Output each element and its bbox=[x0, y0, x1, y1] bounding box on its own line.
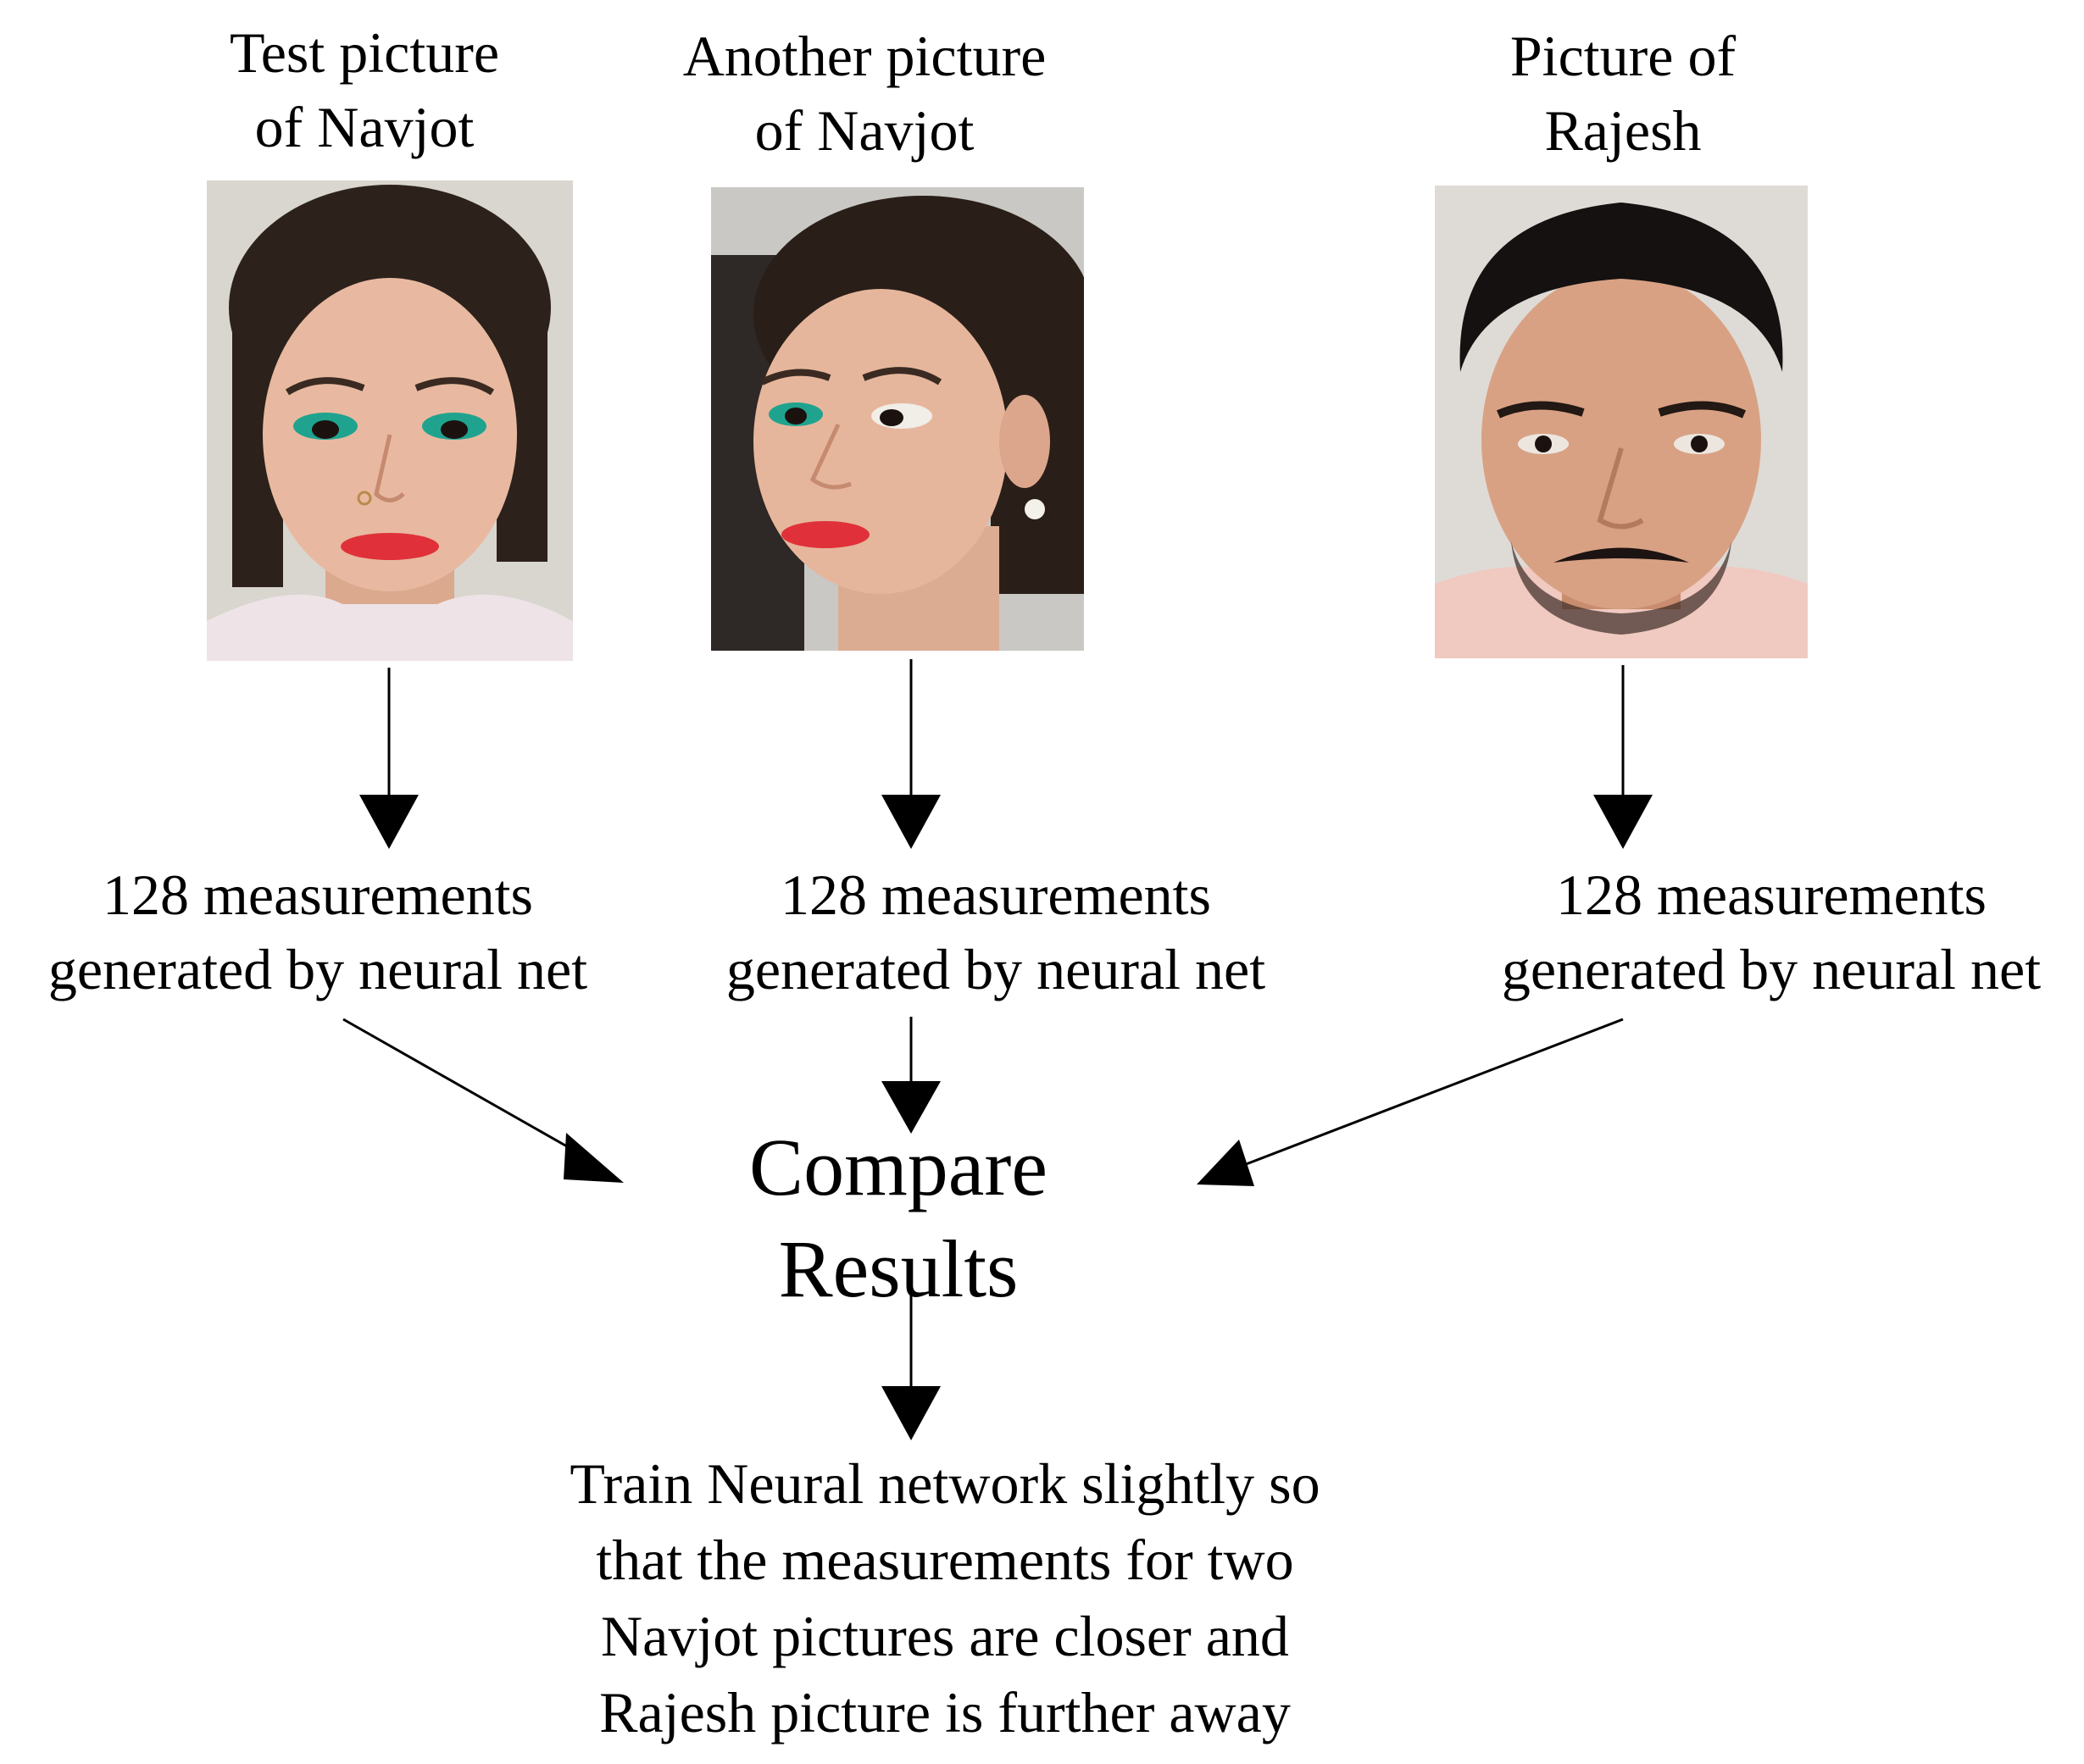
compare-results-label: Compare Results bbox=[686, 1117, 1110, 1320]
measurement-label-3: 128 measurements generated by neural net bbox=[1466, 857, 2076, 1007]
measurement-label-1: 128 measurements generated by neural net bbox=[8, 857, 627, 1007]
photo-label-rajesh: Picture of Rajesh bbox=[1432, 19, 1814, 168]
test-navjot-photo bbox=[207, 180, 573, 661]
male-face-front-icon bbox=[1435, 186, 1808, 658]
photo-label-test-navjot: Test picture of Navjot bbox=[174, 15, 555, 164]
arrow-photo3-to-measure bbox=[1593, 665, 1653, 849]
arrow-measure3-to-compare bbox=[1197, 1019, 1623, 1186]
photo-label-another-navjot: Another picture of Navjot bbox=[653, 19, 1076, 168]
arrow-measure1-to-compare bbox=[343, 1019, 624, 1183]
rajesh-photo bbox=[1435, 186, 1808, 658]
female-face-front-icon bbox=[207, 180, 573, 661]
female-face-profile-icon bbox=[711, 187, 1084, 651]
training-result-text: Train Neural network slightly so that th… bbox=[475, 1445, 1415, 1750]
arrow-photo1-to-measure bbox=[359, 668, 419, 849]
measurement-label-2: 128 measurements generated by neural net bbox=[686, 857, 1305, 1007]
another-navjot-photo bbox=[711, 187, 1084, 651]
arrow-photo2-to-measure bbox=[881, 659, 941, 849]
